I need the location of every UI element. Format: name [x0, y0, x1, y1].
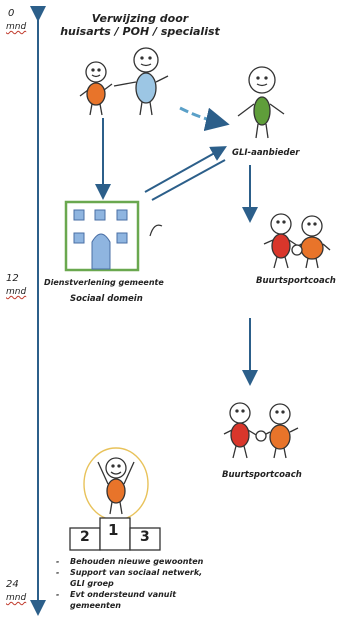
- outcome-item: -Support van sociaal netwerk,: [56, 568, 203, 577]
- referral-figures-illustration: [79, 47, 169, 116]
- podium-illustration: [69, 447, 161, 551]
- podium-second-place: 2: [80, 529, 90, 545]
- timeline-mid-value: 12: [6, 273, 19, 284]
- referral-title: Verwijzing door huisarts / POH / special…: [50, 12, 230, 38]
- municipality-building-illustration: [64, 200, 163, 272]
- arrow-municipality-to-gli: [144, 146, 227, 193]
- gli-provider-label: GLI-aanbieder: [232, 148, 300, 158]
- municipality-label-line-1: Dienstverlening gemeente: [44, 278, 164, 287]
- coach-illustration-1: [263, 213, 331, 269]
- referral-title-line-1: Verwijzing door: [91, 12, 189, 25]
- municipality-label-line-2: Sociaal domein: [70, 294, 143, 304]
- outcomes-list: -Behouden nieuwe gewoonten -Support van …: [56, 556, 256, 611]
- arrow-referral-to-gli: [179, 106, 230, 132]
- coach-label-1: Buurtsportcoach: [256, 276, 336, 286]
- outcome-item-continuation: GLI groep: [70, 579, 114, 588]
- outcome-item: -Behouden nieuwe gewoonten: [56, 557, 204, 566]
- timeline-mid-unit: mnd: [6, 287, 27, 297]
- coach-illustration-2: [223, 402, 299, 459]
- outcome-item: -Evt ondersteund vanuit: [56, 590, 177, 599]
- gli-provider-illustration: [237, 66, 285, 139]
- timeline-end-unit: mnd: [6, 593, 27, 603]
- timeline-end-value: 24: [6, 579, 19, 590]
- timeline-start-unit: mnd: [6, 22, 27, 32]
- referral-title-line-2: huisarts / POH / specialist: [60, 25, 220, 38]
- podium-first-place: 1: [108, 521, 119, 539]
- coach-label-2: Buurtsportcoach: [222, 470, 302, 480]
- timeline-start-value: 0: [8, 8, 15, 19]
- outcome-item-continuation: gemeenten: [70, 601, 121, 610]
- arrow-municipality-to-gli-2: [151, 159, 226, 201]
- podium-third-place: 3: [140, 529, 150, 545]
